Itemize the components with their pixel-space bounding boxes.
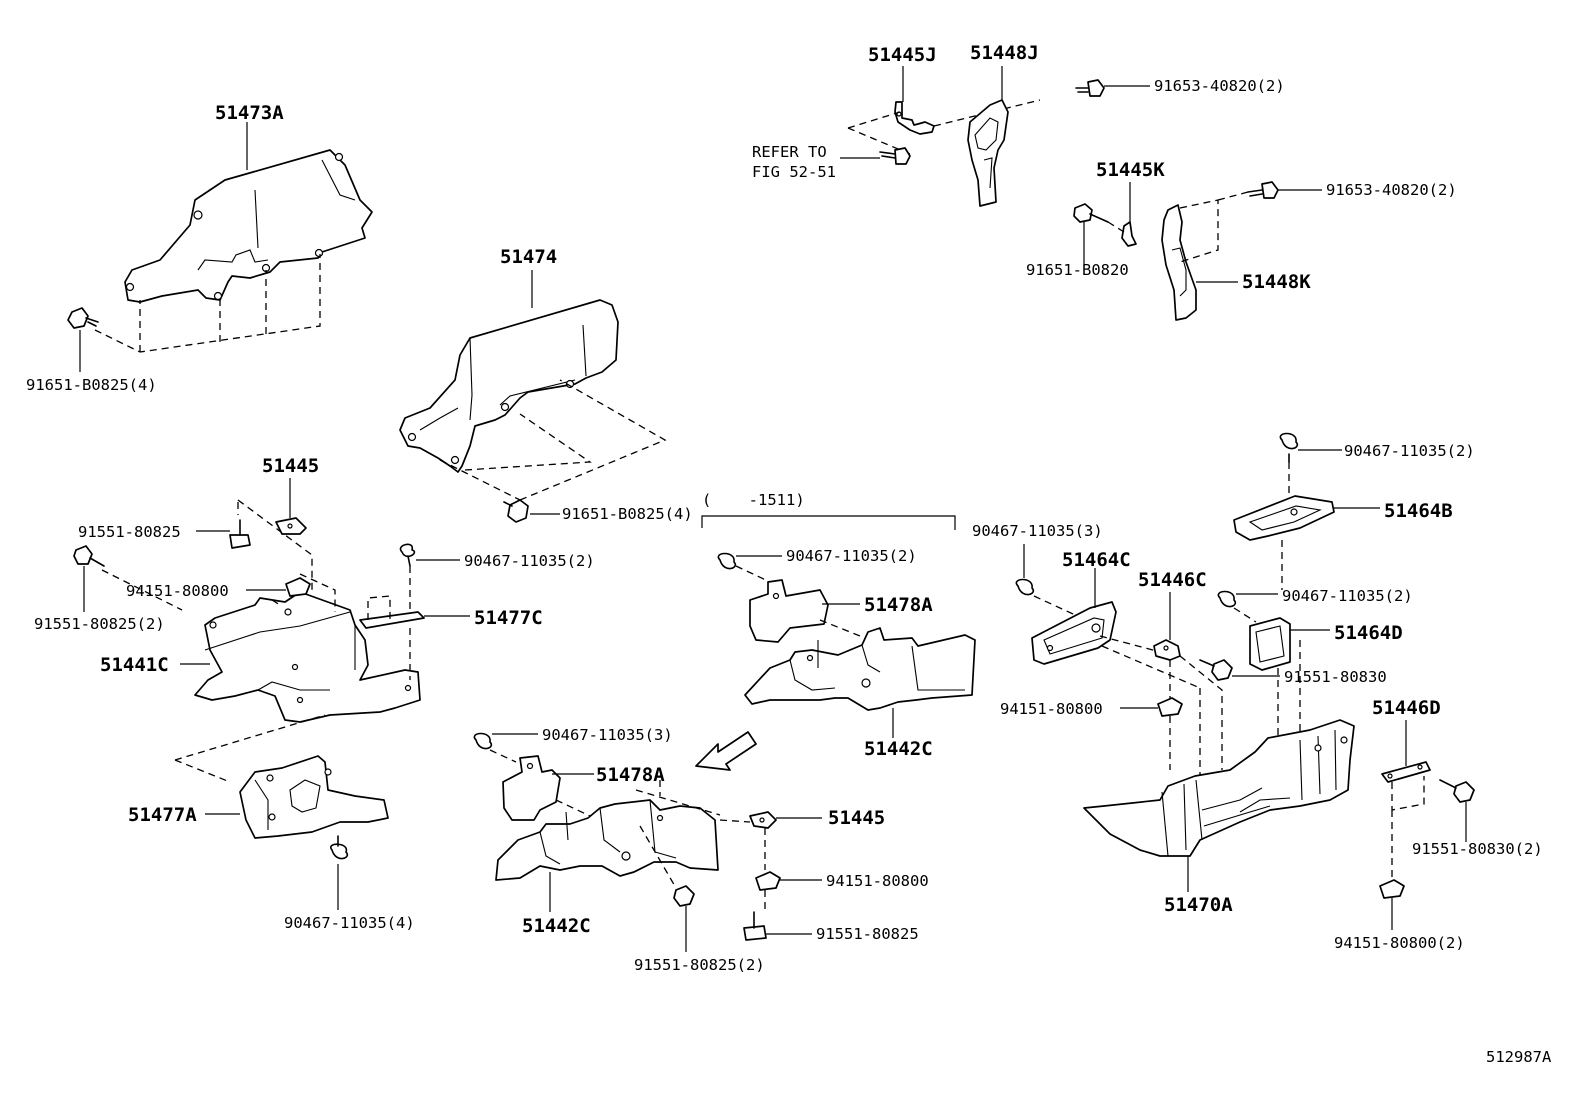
label-51442C-a[interactable]: 51442C	[864, 738, 933, 760]
label-90467-11035-4[interactable]: 90467-11035(4)	[284, 914, 415, 932]
label-91651-B0820[interactable]: 91651-B0820	[1026, 261, 1129, 279]
bolt-91551-80830[interactable]	[1199, 659, 1233, 681]
label-91551-80825-2a[interactable]: 91551-80825(2)	[34, 615, 165, 633]
label-90467-11035-3b[interactable]: 90467-11035(3)	[972, 522, 1103, 540]
bolt-91653-40820-b[interactable]	[1247, 181, 1279, 199]
bolt-91651-B0825-a[interactable]	[67, 307, 99, 329]
label-51477A[interactable]: 51477A	[128, 804, 197, 826]
clip-90467-11035-2c[interactable]	[1279, 432, 1299, 463]
part-51464C-pad[interactable]	[1031, 601, 1117, 665]
label-51448J[interactable]: 51448J	[970, 42, 1039, 64]
label-94151-80800-2[interactable]: 94151-80800(2)	[1334, 934, 1465, 952]
clip-90467-11035-2a[interactable]	[399, 543, 416, 567]
label-51473A[interactable]: 51473A	[215, 102, 284, 124]
part-51474-cover[interactable]	[399, 299, 619, 473]
label-51477C[interactable]: 51477C	[474, 607, 543, 629]
label-91551-80825-2b[interactable]: 91551-80825(2)	[634, 956, 765, 974]
label-51474[interactable]: 51474	[500, 246, 557, 268]
bolt-91651-B0820[interactable]	[1073, 203, 1109, 223]
label-51441C[interactable]: 51441C	[100, 654, 169, 676]
part-51445J-bracket[interactable]	[894, 101, 935, 135]
clip-90467-11035-2b[interactable]	[717, 552, 737, 570]
part-51445-clip-b[interactable]	[749, 811, 777, 829]
part-51445K-bracket[interactable]	[1121, 221, 1137, 247]
part-51473A-cover[interactable]	[124, 149, 373, 303]
bolt-91551-80825-2b[interactable]	[673, 885, 695, 907]
bolt-91653-40820-a[interactable]	[1075, 79, 1105, 97]
part-51477C-strip[interactable]	[359, 611, 425, 629]
label-90467-11035-2b[interactable]: 90467-11035(2)	[786, 547, 917, 565]
clip-90467-11035-2d[interactable]	[1217, 590, 1237, 608]
part-51445-clip-a[interactable]	[275, 517, 307, 535]
label-51464C[interactable]: 51464C	[1062, 549, 1131, 571]
label-90467-11035-2c[interactable]: 90467-11035(2)	[1344, 442, 1475, 460]
nut-94151-80800-c[interactable]	[1157, 697, 1183, 717]
bolt-91551-80825-b[interactable]	[743, 911, 767, 941]
figure-id: 512987A	[1486, 1048, 1552, 1066]
clip-90467-11035-3a[interactable]	[473, 732, 493, 750]
label-51464D[interactable]: 51464D	[1334, 622, 1403, 644]
label-51478A-a[interactable]: 51478A	[864, 594, 933, 616]
part-51478A-pad-b[interactable]	[502, 755, 561, 821]
nut-94151-80800-a[interactable]	[285, 577, 311, 597]
label-91551-80830[interactable]: 91551-80830	[1284, 668, 1387, 686]
label-91653-40820-2b[interactable]: 91653-40820(2)	[1326, 181, 1457, 199]
part-51464B-pad[interactable]	[1233, 495, 1335, 541]
part-51448K-bracket[interactable]	[1161, 204, 1197, 321]
clip-90467-11035-3b[interactable]	[1015, 578, 1035, 596]
label-bracket-note: ( -1511)	[702, 491, 805, 509]
nut-94151-80800-b[interactable]	[755, 871, 781, 891]
nut-94151-80800-2[interactable]	[1379, 879, 1405, 899]
label-51442C-b[interactable]: 51442C	[522, 915, 591, 937]
label-91651-B0825-4b[interactable]: 91651-B0825(4)	[562, 505, 693, 523]
label-refer-to: REFER TO	[752, 143, 827, 161]
label-94151-80800-b[interactable]: 94151-80800	[826, 872, 929, 890]
label-51446C[interactable]: 51446C	[1138, 569, 1207, 591]
part-51446D-clip[interactable]	[1381, 761, 1431, 783]
label-94151-80800-c[interactable]: 94151-80800	[1000, 700, 1103, 718]
label-fig-52-51[interactable]: FIG 52-51	[752, 163, 836, 181]
bolt-refer-fig[interactable]	[879, 147, 911, 165]
label-91653-40820-2a[interactable]: 91653-40820(2)	[1154, 77, 1285, 95]
label-51478A-b[interactable]: 51478A	[596, 764, 665, 786]
bolt-91551-80825-2a[interactable]	[73, 545, 105, 567]
direction-arrow-icon	[695, 731, 757, 771]
part-51470A-cover[interactable]	[1083, 719, 1355, 857]
part-51477A-cover[interactable]	[239, 755, 389, 839]
part-51478A-pad-a[interactable]	[749, 579, 829, 643]
label-51445-a[interactable]: 51445	[262, 455, 319, 477]
part-51446C-clip[interactable]	[1153, 639, 1181, 661]
label-51446D[interactable]: 51446D	[1372, 697, 1441, 719]
label-91551-80825-a[interactable]: 91551-80825	[78, 523, 181, 541]
bolt-91651-B0825-b[interactable]	[503, 499, 529, 523]
part-51442C-bracket-a[interactable]	[744, 627, 976, 711]
label-91551-80825-b[interactable]: 91551-80825	[816, 925, 919, 943]
label-51445J[interactable]: 51445J	[868, 44, 937, 66]
part-51464D-pad[interactable]	[1249, 617, 1291, 671]
label-94151-80800-a[interactable]: 94151-80800	[126, 582, 229, 600]
label-51445K[interactable]: 51445K	[1096, 159, 1165, 181]
bolt-91551-80825-a[interactable]	[229, 519, 251, 549]
label-90467-11035-3a[interactable]: 90467-11035(3)	[542, 726, 673, 744]
label-90467-11035-2a[interactable]: 90467-11035(2)	[464, 552, 595, 570]
label-91551-80830-2[interactable]: 91551-80830(2)	[1412, 840, 1543, 858]
label-51470A[interactable]: 51470A	[1164, 894, 1233, 916]
part-51441C-cover[interactable]	[194, 591, 421, 723]
label-91651-B0825-4a[interactable]: 91651-B0825(4)	[26, 376, 157, 394]
label-51448K[interactable]: 51448K	[1242, 271, 1311, 293]
bolt-91551-80830-2[interactable]	[1439, 779, 1475, 803]
label-51464B[interactable]: 51464B	[1384, 500, 1453, 522]
label-90467-11035-2d[interactable]: 90467-11035(2)	[1282, 587, 1413, 605]
clip-90467-11035-4[interactable]	[329, 835, 349, 860]
label-51445-b[interactable]: 51445	[828, 807, 885, 829]
